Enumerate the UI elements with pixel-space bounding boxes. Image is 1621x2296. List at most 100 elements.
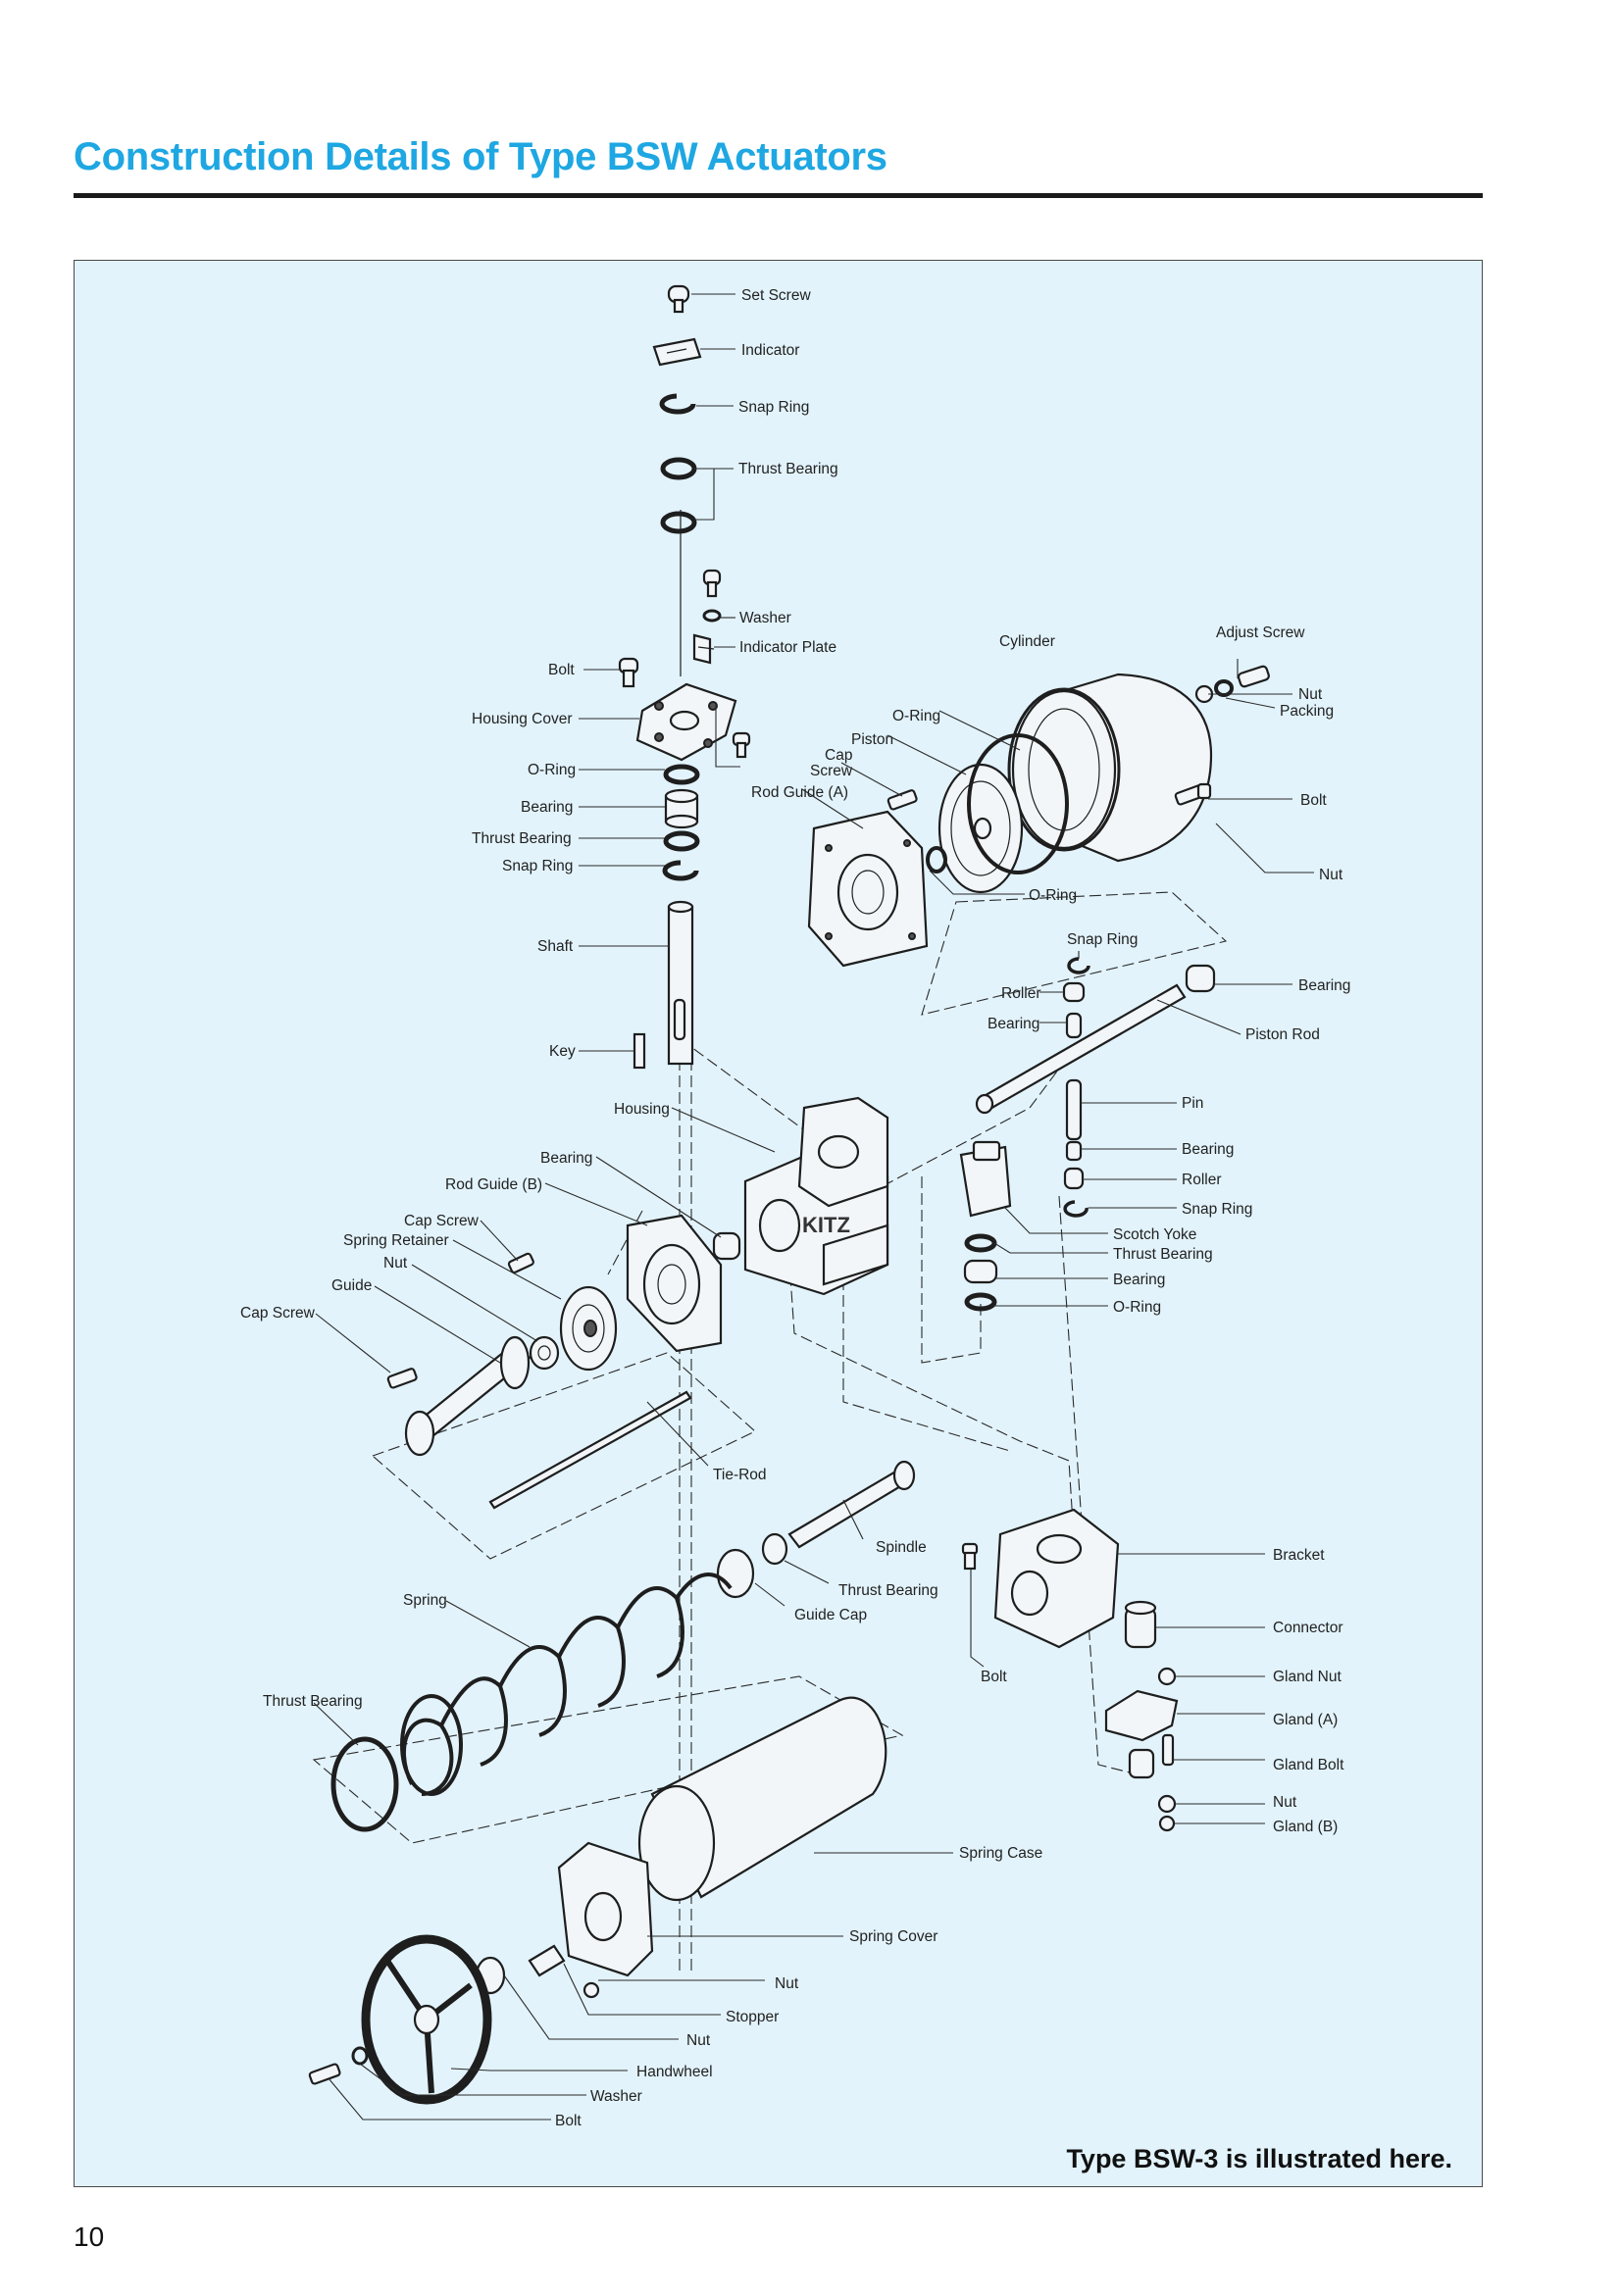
label-bearing-pin: Bearing xyxy=(1182,1141,1234,1158)
label-bearing-roller: Bearing xyxy=(988,1016,1039,1032)
gland-b-part xyxy=(1128,1748,1155,1779)
roller-top-part xyxy=(1062,981,1086,1003)
label-rod-guide-b: Rod Guide (B) xyxy=(445,1176,542,1193)
bolt-cylinder-part xyxy=(1174,782,1212,806)
label-roller-pin: Roller xyxy=(1182,1172,1221,1188)
nut-retainer-part xyxy=(529,1335,560,1371)
snap-ring-roller-part xyxy=(1067,957,1090,974)
stopper-part xyxy=(528,1944,566,1977)
housing-part: KITZ xyxy=(743,1096,889,1296)
spring-part xyxy=(400,1572,733,1796)
label-nut-adjust: Nut xyxy=(1298,686,1323,703)
nut-gland-part xyxy=(1157,1794,1177,1832)
bracket-part xyxy=(993,1508,1120,1649)
cylinder-part xyxy=(1007,673,1213,863)
label-o-ring-yoke: O-Ring xyxy=(1113,1299,1161,1316)
label-adjust-screw: Adjust Screw xyxy=(1216,624,1305,641)
label-roller-top: Roller xyxy=(1001,985,1040,1002)
label-bearing-yoke: Bearing xyxy=(1113,1272,1165,1288)
thrust-bearing-spring-part xyxy=(330,1736,399,1832)
label-gland-b: Gland (B) xyxy=(1273,1819,1338,1835)
bolt-cover-part xyxy=(618,657,639,688)
label-bolt-cover: Bolt xyxy=(548,662,575,678)
thrust-bearing-yoke-part xyxy=(964,1233,997,1253)
bearing-cover-part xyxy=(664,788,699,829)
cap-screw-cover-part xyxy=(732,731,751,759)
washer-hand-part xyxy=(351,2046,369,2066)
label-handwheel: Handwheel xyxy=(636,2064,713,2080)
spindle-part xyxy=(787,1460,916,1549)
label-guide: Guide xyxy=(331,1277,372,1294)
key-part xyxy=(633,1032,646,1070)
pin-part xyxy=(1065,1078,1083,1141)
label-washer-hand: Washer xyxy=(590,2088,642,2105)
label-o-ring-piston: O-Ring xyxy=(892,708,940,724)
cap-screw-piston-part xyxy=(886,789,918,811)
label-thrust-bearing-cover: Thrust Bearing xyxy=(472,830,572,847)
spring-retainer-part xyxy=(559,1285,618,1372)
label-snap-ring-roller: Snap Ring xyxy=(1067,931,1138,948)
o-ring-yoke-part xyxy=(964,1292,997,1312)
label-guide-cap: Guide Cap xyxy=(794,1607,867,1623)
guide-cap-part xyxy=(716,1548,755,1599)
cap-screw-mid-part xyxy=(507,1252,534,1273)
label-snap-ring-cover: Snap Ring xyxy=(502,858,573,874)
rod-guide-a-part xyxy=(807,810,929,968)
label-nut-stopper: Nut xyxy=(686,2032,711,2049)
label-bearing-housing: Bearing xyxy=(540,1150,592,1167)
label-gland-nut: Gland Nut xyxy=(1273,1669,1342,1685)
housing-brand-mark: KITZ xyxy=(802,1213,850,1237)
label-gland-bolt: Gland Bolt xyxy=(1273,1757,1344,1773)
adjust-screw-part xyxy=(1194,665,1270,704)
thrust-bearing-spindle-part xyxy=(761,1532,788,1566)
label-o-ring-cover: O-Ring xyxy=(528,762,576,778)
page-number: 10 xyxy=(74,2221,105,2252)
label-nut-cover: Nut xyxy=(775,1975,799,1992)
bearing-roller-part xyxy=(1065,1012,1083,1039)
label-snap-ring-pin: Snap Ring xyxy=(1182,1201,1252,1218)
nut-cover-part xyxy=(583,1981,600,1999)
label-stopper: Stopper xyxy=(726,2009,779,2025)
page-title: Construction Details of Type BSW Actuato… xyxy=(74,135,887,178)
label-rod-guide-a: Rod Guide (A) xyxy=(751,784,848,801)
spring-cover-part xyxy=(557,1841,654,1977)
diagram-caption: Type BSW-3 is illustrated here. xyxy=(1066,2144,1452,2173)
label-bolt-cylinder: Bolt xyxy=(1300,792,1327,809)
scotch-yoke-part xyxy=(959,1140,1012,1218)
indicator-plate-part xyxy=(692,633,715,665)
label-cap-screw-left: Cap Screw xyxy=(240,1305,316,1322)
piston-part xyxy=(937,733,1069,894)
gland-bolt-part xyxy=(1161,1733,1175,1767)
label-key: Key xyxy=(549,1043,576,1060)
washer-top-part xyxy=(702,569,722,623)
piston-rod-part xyxy=(975,983,1187,1115)
label-connector: Connector xyxy=(1273,1620,1343,1636)
label-pin: Pin xyxy=(1182,1095,1203,1112)
gland-a-part xyxy=(1104,1689,1179,1742)
bearing-piston-rod-part xyxy=(1185,964,1216,993)
label-nut-retainer: Nut xyxy=(383,1255,408,1272)
label-nut-gland: Nut xyxy=(1273,1794,1297,1811)
label-bracket: Bracket xyxy=(1273,1547,1325,1564)
label-indicator: Indicator xyxy=(741,342,799,359)
o-ring-piston-part xyxy=(926,846,947,873)
label-bearing-cover: Bearing xyxy=(521,799,573,816)
label-cap-screw-mid: Cap Screw xyxy=(404,1213,480,1229)
connector-part xyxy=(1124,1600,1157,1649)
label-packing: Packing xyxy=(1280,703,1334,720)
rod-guide-b-part xyxy=(626,1214,723,1353)
roller-pin-part xyxy=(1063,1167,1085,1190)
shaft-part xyxy=(667,900,694,1066)
label-piston: Piston xyxy=(851,731,893,748)
gland-nut-part xyxy=(1157,1667,1177,1686)
label-cap: Cap xyxy=(825,747,852,764)
label-spindle: Spindle xyxy=(876,1539,927,1556)
label-thrust-bearing-spring: Thrust Bearing xyxy=(263,1693,363,1710)
housing-cover-part xyxy=(635,682,737,762)
label-shaft: Shaft xyxy=(537,938,574,955)
label-thrust-bearing-spindle: Thrust Bearing xyxy=(838,1582,938,1599)
bearing-pin-part xyxy=(1065,1140,1083,1162)
label-thrust-bearing-top: Thrust Bearing xyxy=(738,461,838,477)
label-washer-top: Washer xyxy=(739,610,791,626)
label-thrust-bearing-yoke: Thrust Bearing xyxy=(1113,1246,1213,1263)
